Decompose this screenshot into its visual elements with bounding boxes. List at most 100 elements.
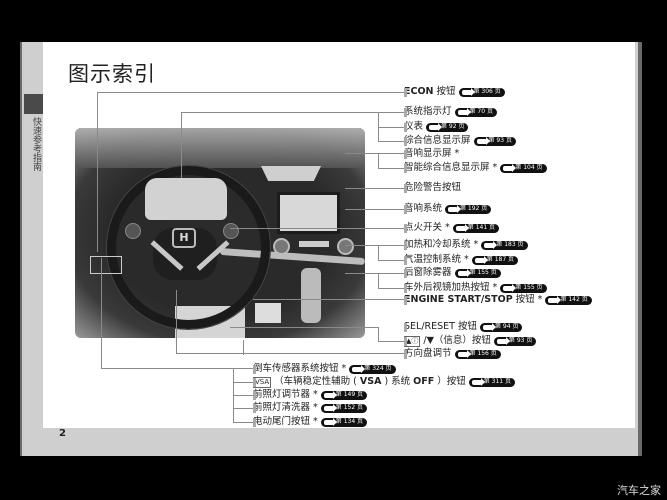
label-hazard-button: 危险警告按钮 bbox=[404, 182, 462, 193]
page-reference-link[interactable]: 第 311 页 bbox=[468, 377, 516, 387]
tick-mark bbox=[404, 136, 407, 146]
label-intelligent-mid: 智能综合信息显示屏 * 第 104 页 bbox=[404, 162, 547, 174]
tick-mark bbox=[253, 403, 256, 413]
arrow-right-icon bbox=[496, 336, 510, 345]
page-reference-link[interactable]: 第 156 页 bbox=[454, 349, 501, 359]
tick-mark bbox=[404, 336, 407, 346]
intelligent-mid-display bbox=[261, 166, 321, 181]
tick-mark bbox=[253, 377, 256, 387]
label-climate-control: 气温控制系统 * 第 187 页 bbox=[404, 254, 519, 266]
dashboard-illustration: H bbox=[75, 128, 365, 338]
page-reference-link[interactable]: 第 94 页 bbox=[480, 322, 523, 332]
label-ignition-switch: 点火开关 * 第 141 页 bbox=[404, 222, 500, 234]
tick-mark bbox=[404, 163, 407, 173]
label-parking-sensor: 倒车传感器系统按钮 * 第 324 页 bbox=[253, 363, 396, 375]
tick-mark bbox=[253, 417, 256, 427]
tick-mark bbox=[404, 349, 407, 359]
tick-mark bbox=[404, 87, 407, 97]
page-reference-link[interactable]: 第 104 页 bbox=[500, 163, 547, 173]
page-reference-link[interactable]: 第 93 页 bbox=[473, 136, 516, 146]
tick-mark bbox=[253, 364, 256, 374]
windshield-area bbox=[75, 128, 365, 168]
tick-mark bbox=[404, 322, 407, 332]
arrow-right-icon bbox=[323, 403, 337, 412]
label-mirror-heater: 车外后视镜加热按钮 * 第 155 页 bbox=[404, 282, 547, 294]
climate-display bbox=[299, 241, 329, 247]
page-reference-link[interactable]: 第 92 页 bbox=[426, 122, 469, 132]
arrow-right-icon bbox=[548, 295, 562, 304]
arrow-right-icon bbox=[352, 364, 366, 373]
instrument-cluster bbox=[145, 178, 227, 220]
page-reference-link[interactable]: 第 149 页 bbox=[320, 390, 368, 400]
label-audio-display: 音响显示屏 * bbox=[404, 148, 460, 159]
page-reference-link[interactable]: 第 155 页 bbox=[454, 268, 501, 278]
page-reference-link[interactable]: 第 155 页 bbox=[500, 283, 547, 293]
arrow-right-icon bbox=[448, 204, 462, 213]
arrow-right-icon bbox=[457, 349, 471, 358]
page-title: 图示索引 bbox=[68, 62, 156, 86]
climate-knob-right bbox=[337, 238, 354, 255]
page-reference-link[interactable]: 第 183 页 bbox=[481, 240, 528, 250]
tick-mark bbox=[404, 149, 407, 159]
climate-knob-left bbox=[273, 238, 290, 255]
page-reference-link[interactable]: 第 142 页 bbox=[545, 295, 592, 305]
tick-mark bbox=[404, 255, 407, 265]
arrow-right-icon bbox=[429, 122, 443, 131]
arrow-right-icon bbox=[461, 87, 475, 96]
arrow-right-icon bbox=[474, 255, 488, 264]
tick-mark bbox=[404, 204, 407, 214]
label-sel-reset: SEL/RESET 按钮 第 94 页 bbox=[404, 321, 523, 333]
label-info-button: ▲ⓘ/▼（信息）按钮 第 93 页 bbox=[404, 335, 537, 347]
label-headlight-leveler: 前照灯调节器 * 第 149 页 bbox=[253, 389, 368, 401]
section-tab-marker bbox=[24, 94, 43, 114]
arrow-right-icon bbox=[484, 240, 498, 249]
tick-mark bbox=[404, 223, 407, 233]
tick-mark bbox=[404, 283, 407, 293]
page-number: 2 bbox=[59, 428, 66, 439]
steering-wheel bbox=[107, 166, 270, 329]
tick-mark bbox=[404, 183, 407, 193]
page-reference-link[interactable]: 第 93 页 bbox=[493, 336, 537, 346]
page-reference-link[interactable]: 第 152 页 bbox=[320, 403, 368, 413]
tick-mark bbox=[253, 390, 256, 400]
tick-mark bbox=[404, 295, 407, 305]
page-reference-link[interactable]: 第 134 页 bbox=[320, 417, 368, 427]
page-reference-link[interactable]: 第 70 页 bbox=[454, 107, 497, 117]
section-tab-label: 快速参考指南 bbox=[31, 117, 41, 171]
arrow-right-icon bbox=[455, 223, 469, 232]
page-reference-link[interactable]: 第 324 页 bbox=[349, 364, 396, 374]
label-multi-info-display: 综合信息显示屏 第 93 页 bbox=[404, 135, 516, 147]
tick-mark bbox=[404, 268, 407, 278]
tick-mark bbox=[404, 107, 407, 117]
honda-logo-icon: H bbox=[172, 228, 196, 248]
arrow-right-icon bbox=[323, 417, 337, 426]
label-vsa-off: VSA （车辆稳定性辅助 (VSA) 系统 OFF）按钮 第 311 页 bbox=[253, 376, 516, 388]
wheel-control-right bbox=[223, 223, 239, 239]
page-reference-link[interactable]: 第 187 页 bbox=[471, 255, 519, 265]
label-power-tailgate: 电动尾门按钮 * 第 134 页 bbox=[253, 416, 368, 428]
label-audio-system: 音响系统 第 192 页 bbox=[404, 203, 492, 215]
page-reference-link[interactable]: 第 192 页 bbox=[445, 204, 492, 214]
label-steering-adjust: 方向盘调节 第 156 页 bbox=[404, 348, 501, 360]
arrow-right-icon bbox=[471, 377, 485, 386]
label-rear-defogger: 后窗除雾器 第 155 页 bbox=[404, 267, 501, 279]
label-headlight-washer: 前照灯清洗器 * 第 152 页 bbox=[253, 402, 368, 414]
label-system-indicators: 系统指示灯 第 70 页 bbox=[404, 106, 497, 118]
audio-display-screen bbox=[277, 192, 340, 234]
arrow-right-icon bbox=[503, 163, 517, 172]
wheel-control-left bbox=[125, 223, 141, 239]
pedal bbox=[255, 303, 281, 323]
gear-shifter bbox=[301, 268, 321, 323]
label-heating-cooling: 加热和冷却系统 * 第 183 页 bbox=[404, 239, 528, 251]
section-tab[interactable] bbox=[24, 114, 43, 428]
lower-left-switch-panel bbox=[90, 256, 122, 274]
arrow-right-icon bbox=[476, 136, 490, 145]
page-edge-right bbox=[638, 42, 642, 456]
watermark: 汽车之家 bbox=[617, 484, 661, 497]
page-reference-link[interactable]: 第 141 页 bbox=[452, 223, 500, 233]
arrow-right-icon bbox=[457, 268, 471, 277]
label-gauges: 仪表 第 92 页 bbox=[404, 121, 469, 133]
page-reference-link[interactable]: 第 306 页 bbox=[458, 87, 505, 97]
